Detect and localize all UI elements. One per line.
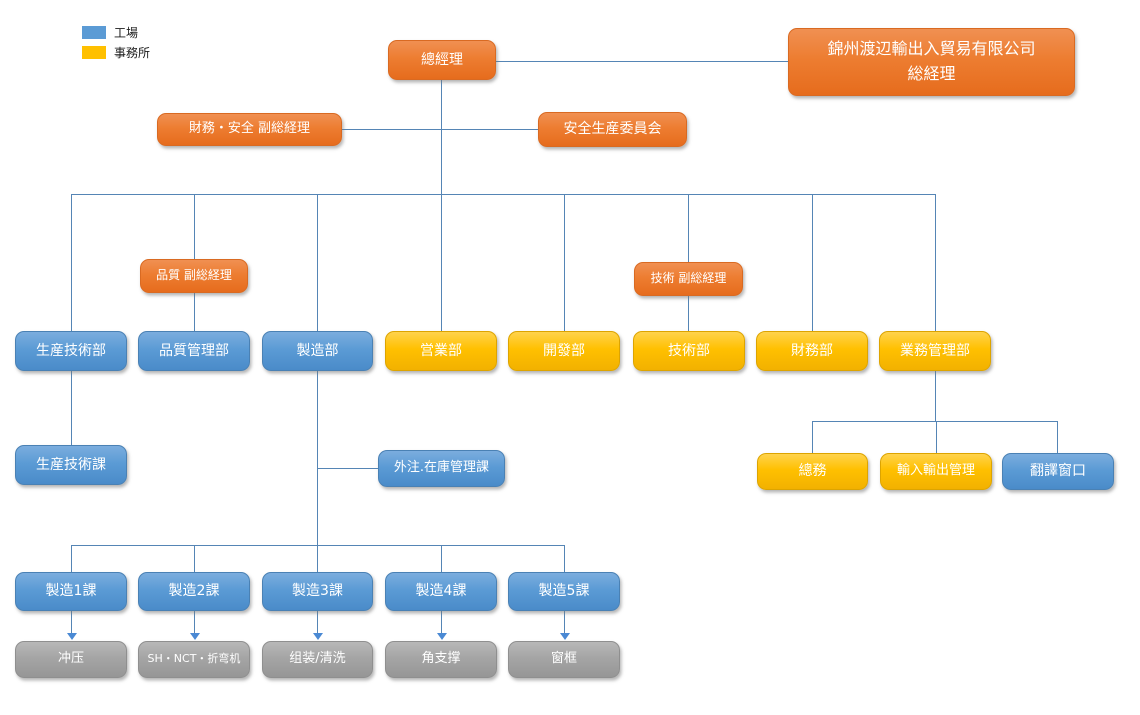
node-section-translation-window: 翻譯窗口 [1002, 453, 1114, 490]
connector-gm-bus [441, 80, 442, 194]
arrow-line-1 [71, 611, 72, 633]
node-safety-committee: 安全生産委員会 [538, 112, 687, 147]
legend-item-office: 事務所 [82, 44, 150, 61]
connector-bizmgmt-drop-2 [936, 421, 937, 453]
node-deputy-quality: 品質 副総経理 [140, 259, 248, 293]
node-mfg-section-1: 製造1課 [15, 572, 127, 611]
connector-drop-4 [441, 194, 442, 332]
node-section-import-export: 輸入輸出管理 [880, 453, 992, 490]
node-dept-production-engineering: 生産技術部 [15, 331, 127, 371]
node-deputy-technology: 技術 副総経理 [634, 262, 743, 296]
node-process-window-frame: 窗框 [508, 641, 620, 678]
down-arrow-icon [313, 633, 323, 640]
connector-mfg-drop-3 [317, 545, 318, 572]
connector-gm-company [496, 61, 788, 62]
connector-drop-1 [71, 194, 72, 332]
connector-mfg-drop-5 [564, 545, 565, 572]
node-process-assembly-cleaning: 组装/清洗 [262, 641, 373, 678]
arrow-line-4 [441, 611, 442, 633]
node-section-outsourcing-inventory: 外注.在庫管理課 [378, 450, 505, 487]
legend-office-label: 事務所 [114, 46, 151, 60]
node-dept-quality-management: 品質管理部 [138, 331, 250, 371]
connector-drop-3 [317, 194, 318, 332]
legend-factory-label: 工場 [114, 26, 139, 40]
node-deputy-finance-safety: 財務・安全 副総経理 [157, 113, 342, 146]
node-section-general-affairs: 總務 [757, 453, 868, 490]
node-process-corner-support: 角支撑 [385, 641, 497, 678]
node-dept-technology: 技術部 [633, 331, 745, 371]
arrow-line-5 [564, 611, 565, 633]
node-dept-development: 開發部 [508, 331, 620, 371]
down-arrow-icon [560, 633, 570, 640]
node-process-stamping: 冲压 [15, 641, 127, 678]
node-dept-manufacturing: 製造部 [262, 331, 373, 371]
node-section-production-engineering: 生産技術課 [15, 445, 127, 485]
node-dept-finance: 財務部 [756, 331, 868, 371]
node-company-general-manager: 錦州渡辺輸出入貿易有限公司 総経理 [788, 28, 1075, 96]
connector-outsourcing-stub [317, 468, 378, 469]
connector-bizmgmt-drop-3 [1057, 421, 1058, 453]
connector-drop-5 [564, 194, 565, 332]
down-arrow-icon [190, 633, 200, 640]
connector-drop-8 [935, 194, 936, 332]
node-mfg-section-4: 製造4課 [385, 572, 497, 611]
arrow-line-2 [194, 611, 195, 633]
node-general-manager: 總經理 [388, 40, 496, 80]
connector-prodtech-section [71, 371, 72, 445]
connector-deputy-safety [342, 129, 538, 130]
company-gm-title: 総経理 [907, 64, 956, 83]
connector-mfg-drop-1 [71, 545, 72, 572]
connector-bizmgmt-down [935, 371, 936, 421]
node-mfg-section-2: 製造2課 [138, 572, 250, 611]
connector-drop-7 [812, 194, 813, 332]
connector-bizmgmt-bus [812, 421, 1058, 422]
node-process-sh-nct-bending: SH・NCT・折弯机 [138, 641, 250, 678]
node-mfg-section-3: 製造3課 [262, 572, 373, 611]
down-arrow-icon [437, 633, 447, 640]
arrow-line-3 [317, 611, 318, 633]
down-arrow-icon [67, 633, 77, 640]
legend-item-factory: 工場 [82, 24, 150, 41]
office-color-swatch [82, 46, 106, 59]
connector-bizmgmt-drop-1 [812, 421, 813, 453]
node-dept-sales: 営業部 [385, 331, 497, 371]
connector-mfg-drop-2 [194, 545, 195, 572]
node-mfg-section-5: 製造5課 [508, 572, 620, 611]
node-dept-business-management: 業務管理部 [879, 331, 991, 371]
legend: 工場 事務所 [82, 24, 150, 64]
connector-mfg-drop-4 [441, 545, 442, 572]
connector-main-bus [71, 194, 935, 195]
factory-color-swatch [82, 26, 106, 39]
connector-mfg-trunk [317, 371, 318, 545]
company-name: 錦州渡辺輸出入貿易有限公司 [827, 39, 1036, 59]
